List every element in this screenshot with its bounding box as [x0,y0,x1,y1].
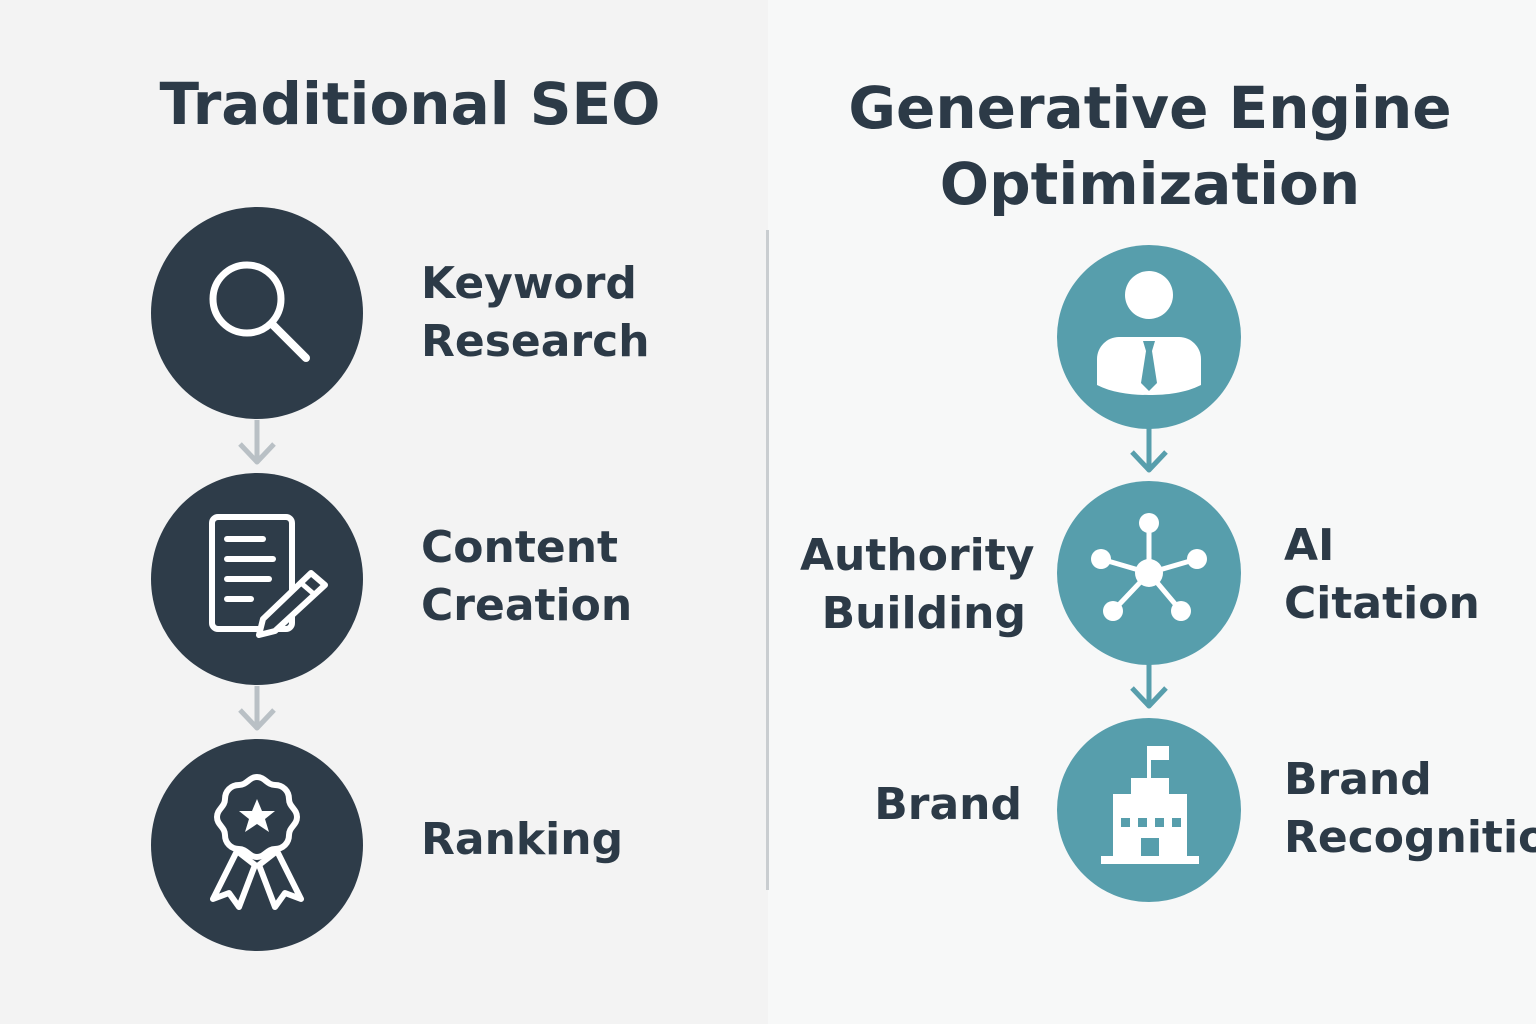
brand-left-label: Brand [874,779,1022,830]
traditional-seo-panel [0,0,768,1024]
award-badge-icon [210,774,304,910]
building-flag-icon [1101,746,1199,864]
ranking-label: Ranking [421,814,624,865]
content-creation-label: Content Creation [421,522,633,631]
magnifier-icon [209,261,310,362]
person-circle [1057,245,1241,429]
arrow-down-icon [238,686,276,731]
traditional-seo-title: Traditional SEO [159,70,661,138]
arrow-down-icon [238,420,276,465]
authority-building-label: Authority Building [800,530,1035,639]
document-pencil-icon [209,514,328,638]
content-creation-circle [151,473,363,685]
person-icon [1097,271,1201,395]
ranking-circle [151,739,363,951]
ai-citation-label: AI Citation [1284,520,1480,629]
geo-title-line2: Optimization [939,150,1361,218]
keyword-research-circle [151,207,363,419]
panel-divider [766,230,769,890]
arrow-down-icon [1130,426,1168,473]
geo-title: Generative Engine Optimization [800,70,1500,222]
keyword-research-label: Keyword Research [421,258,650,367]
arrow-down-icon [1130,662,1168,709]
network-hub-icon [1091,513,1207,621]
brand-recognition-label: Brand Recognition [1284,754,1536,863]
ai-network-circle [1057,481,1241,665]
geo-title-line1: Generative Engine [848,74,1452,142]
brand-building-circle [1057,718,1241,902]
